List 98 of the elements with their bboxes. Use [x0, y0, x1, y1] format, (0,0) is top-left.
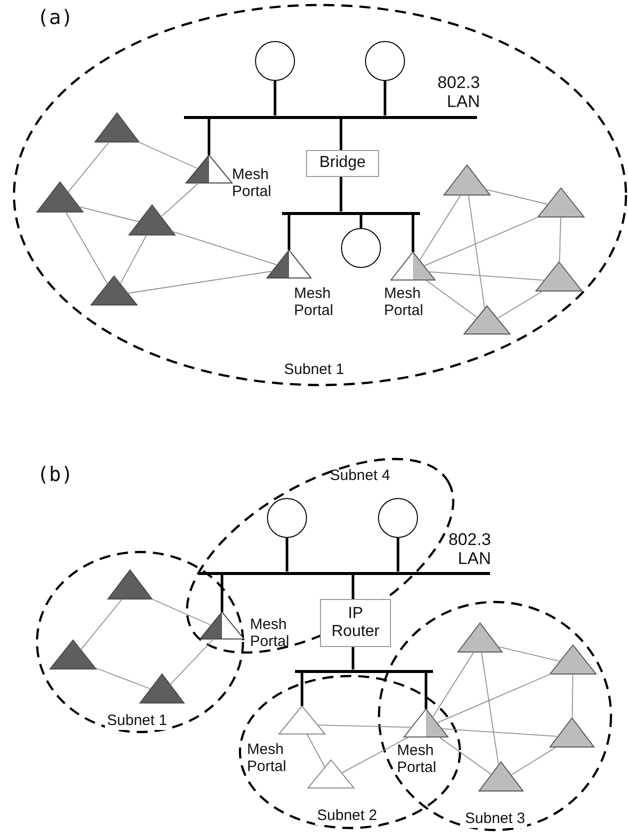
cable-line	[220, 574, 224, 612]
wireless-link	[496, 290, 544, 319]
subnet-boundary	[37, 552, 243, 732]
wireless-link	[441, 728, 558, 737]
network-device: IP Router	[320, 599, 391, 647]
wireless-link	[485, 189, 549, 205]
cable-line	[340, 177, 342, 212]
wireless-link	[317, 724, 412, 728]
mesh-station-icon	[108, 570, 152, 599]
lan-bus	[295, 670, 433, 672]
wireless-link	[306, 734, 326, 768]
cable-line	[412, 214, 414, 252]
network-device: Bridge	[306, 150, 379, 177]
mesh-portal-icon	[404, 709, 448, 737]
lan-bus	[198, 572, 490, 574]
portal-label: Mesh Portal	[294, 286, 334, 320]
lan-label: 802.3 LAN	[436, 73, 480, 112]
cable-line	[360, 214, 362, 228]
wireless-link	[341, 736, 410, 774]
host-station	[266, 498, 307, 538]
cable-line	[396, 538, 400, 572]
host-station	[255, 41, 295, 81]
host-station	[378, 498, 418, 538]
wireless-link	[497, 646, 561, 662]
mesh-station-icon	[444, 165, 490, 195]
panel-label: (b)	[37, 462, 74, 486]
subnet-boundary	[240, 676, 460, 828]
panel-label: (a)	[37, 5, 74, 29]
mesh-station-icon	[37, 182, 83, 212]
wireless-link	[78, 206, 140, 222]
host-station	[365, 41, 405, 81]
cable-line	[340, 118, 342, 150]
subnet-label: Subnet 1	[284, 362, 344, 379]
wireless-link	[428, 271, 545, 281]
wireless-link	[432, 652, 474, 718]
mesh-station-icon	[129, 205, 175, 235]
mesh-station-icon	[91, 276, 137, 305]
wireless-link	[438, 736, 492, 775]
mesh-station-icon	[464, 306, 510, 334]
wireless-link	[67, 142, 110, 193]
subnet-boundary	[379, 602, 611, 830]
wireless-link	[436, 674, 552, 724]
cable-line	[352, 574, 354, 599]
wireless-link	[425, 280, 478, 318]
wireless-link	[151, 598, 212, 626]
wireless-link	[424, 216, 539, 266]
wireless-link	[468, 194, 486, 310]
wireless-link	[510, 746, 557, 776]
subnet-label: Subnet 4	[330, 468, 390, 485]
portal-label: Mesh Portal	[232, 167, 272, 201]
subnet-boundary	[14, 5, 626, 385]
cable-line	[286, 538, 288, 572]
wireless-link	[160, 182, 200, 218]
mesh-station-icon	[458, 623, 502, 652]
wireless-link	[120, 234, 148, 284]
cable-line	[300, 672, 304, 706]
subnet-label: Subnet 1	[105, 713, 170, 730]
lan-bus	[184, 116, 477, 118]
subnet-label: Subnet 3	[463, 811, 528, 828]
wireless-link	[170, 638, 214, 686]
wireless-link	[419, 194, 462, 261]
cable-line	[352, 647, 354, 670]
portal-label: Mesh Portal	[397, 743, 438, 777]
portal-label: Mesh Portal	[250, 617, 290, 651]
cable-line	[288, 214, 290, 250]
mesh-station-icon	[550, 645, 596, 674]
cable-line	[424, 672, 428, 709]
wireless-link	[559, 216, 562, 264]
lan-bus	[282, 212, 420, 214]
cable-line	[208, 118, 210, 155]
wireless-link	[172, 231, 278, 266]
mesh-station-icon	[536, 262, 582, 291]
portal-label: Mesh Portal	[384, 286, 424, 320]
mesh-station-icon	[479, 762, 523, 791]
wireless-link	[127, 270, 273, 294]
mesh-station-icon	[50, 640, 96, 669]
portal-label: Mesh Portal	[247, 742, 288, 776]
cable-line	[384, 81, 386, 116]
wireless-link	[80, 598, 123, 650]
mesh-portal-icon	[186, 155, 232, 183]
mesh-station-icon	[95, 113, 139, 142]
wireless-link	[481, 652, 500, 766]
host-station	[341, 228, 381, 268]
subnet-label: Subnet 2	[315, 808, 380, 825]
mesh-portal-icon	[391, 252, 435, 280]
mesh-station-icon	[140, 674, 184, 703]
mesh-portal-icon	[267, 250, 311, 278]
wireless-link	[65, 212, 108, 285]
mesh-station-icon	[538, 188, 584, 217]
mesh-station-icon	[550, 718, 594, 747]
lan-label: 802.3 LAN	[447, 530, 491, 568]
wireless-link	[138, 142, 198, 170]
mesh-station-icon	[279, 706, 325, 734]
mesh-portal-icon	[200, 612, 244, 639]
mesh-station-icon	[308, 760, 354, 788]
cable-line	[274, 81, 276, 116]
wireless-link	[94, 667, 152, 690]
wireless-link	[572, 674, 574, 719]
